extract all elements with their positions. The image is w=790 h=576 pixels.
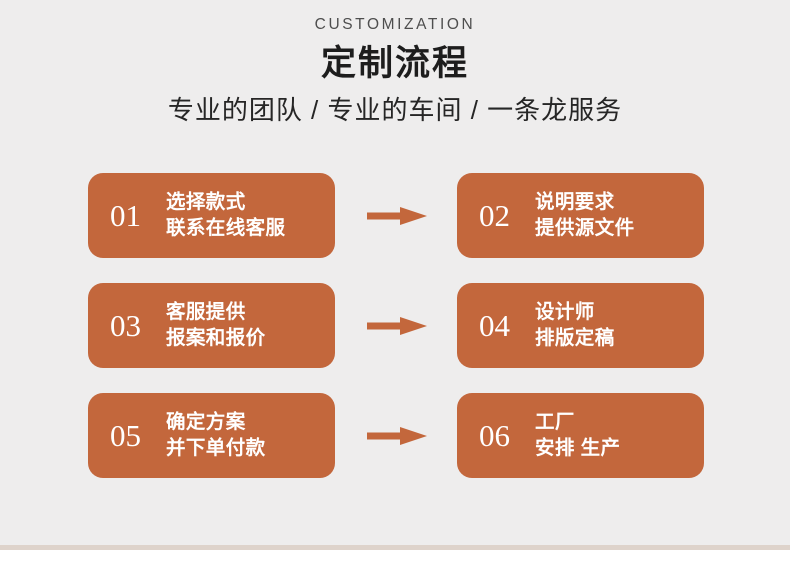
step-label-line-2: 报案和报价 [166, 326, 266, 349]
step-number: 04 [479, 308, 510, 343]
step-row: 05 确定方案 并下单付款 06 工厂 安排 生产 [0, 393, 790, 478]
step-number: 02 [479, 198, 510, 233]
page-title: 定制流程 [320, 44, 469, 84]
step-label-line-1: 选择款式 [166, 190, 246, 213]
eyebrow-label: CUSTOMIZATION [314, 16, 476, 33]
arrow-right-icon [367, 317, 427, 335]
step-number: 06 [479, 418, 510, 453]
page-subtitle: 专业的团队 / 专业的车间 / 一条龙服务 [167, 95, 623, 126]
step-row: 01 选择款式 联系在线客服 02 说明要求 提供源文件 [0, 173, 790, 258]
step-label-line-1: 说明要求 [535, 190, 615, 213]
step-number: 01 [110, 198, 141, 233]
step-card-04[interactable]: 04 设计师 排版定稿 [457, 283, 704, 368]
step-label-line-2: 联系在线客服 [166, 216, 286, 239]
step-row: 03 客服提供 报案和报价 04 设计师 排版定稿 [0, 283, 790, 368]
header: CUSTOMIZATION 定制流程 专业的团队 / 专业的车间 / 一条龙服务 [0, 0, 790, 126]
step-label: 客服提供 报案和报价 [166, 300, 266, 351]
step-label-line-1: 设计师 [535, 300, 595, 323]
steps-grid: 01 选择款式 联系在线客服 02 说明要求 提供源文件 [0, 173, 790, 485]
step-number: 03 [110, 308, 141, 343]
step-label-line-2: 排版定稿 [535, 326, 615, 349]
step-label-line-2: 提供源文件 [535, 216, 635, 239]
step-card-01[interactable]: 01 选择款式 联系在线客服 [88, 173, 335, 258]
step-label-line-1: 客服提供 [166, 300, 246, 323]
step-label: 说明要求 提供源文件 [535, 190, 635, 241]
step-label: 确定方案 并下单付款 [166, 410, 266, 461]
step-card-02[interactable]: 02 说明要求 提供源文件 [457, 173, 704, 258]
step-label: 工厂 安排 生产 [535, 410, 620, 461]
step-label: 选择款式 联系在线客服 [166, 190, 285, 241]
step-label-line-1: 确定方案 [166, 410, 246, 433]
section-divider [0, 545, 790, 550]
step-label: 设计师 排版定稿 [535, 300, 615, 351]
step-card-06[interactable]: 06 工厂 安排 生产 [457, 393, 704, 478]
step-label-line-2: 安排 生产 [535, 436, 621, 459]
arrow-right-icon [367, 427, 427, 445]
step-card-05[interactable]: 05 确定方案 并下单付款 [88, 393, 335, 478]
step-card-03[interactable]: 03 客服提供 报案和报价 [88, 283, 335, 368]
white-footer-area [0, 550, 790, 576]
step-label-line-2: 并下单付款 [166, 436, 266, 459]
step-label-line-1: 工厂 [535, 410, 575, 433]
step-number: 05 [110, 418, 141, 453]
arrow-right-icon [367, 207, 427, 225]
